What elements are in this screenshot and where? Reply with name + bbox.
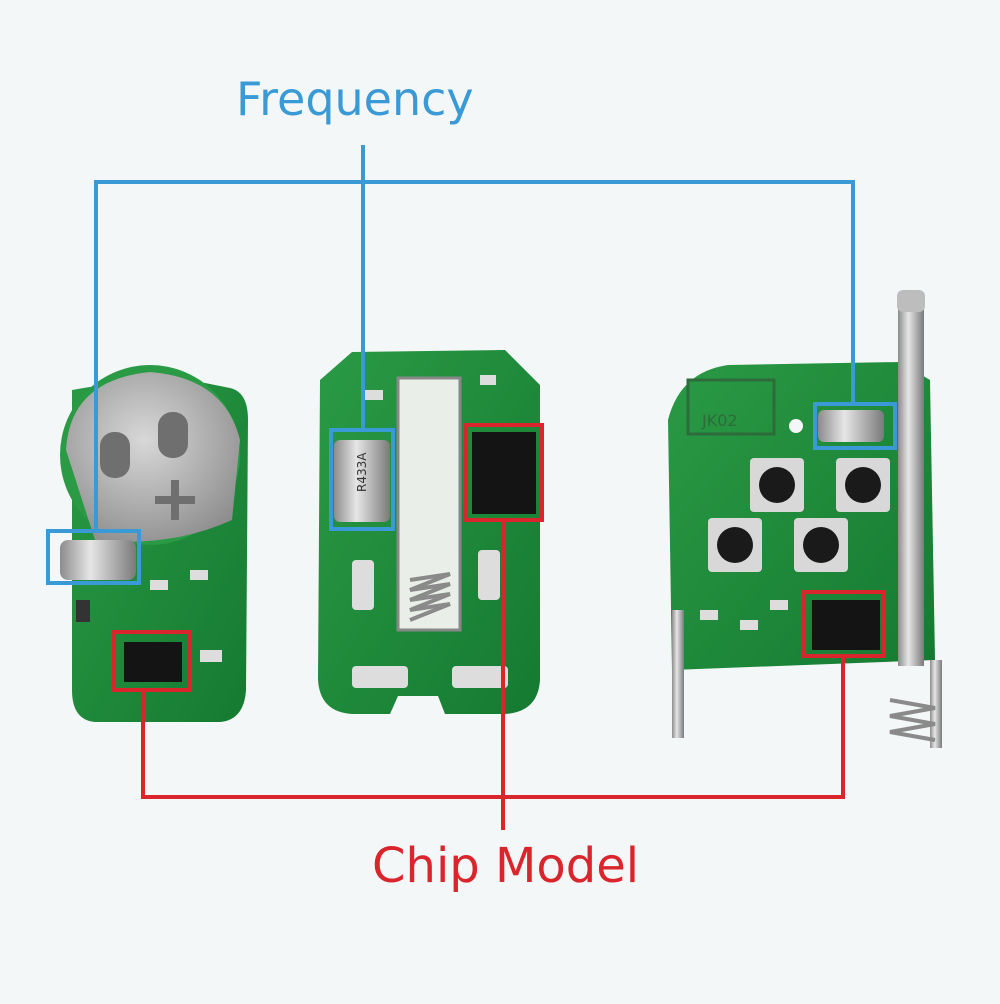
chip-box-left (112, 630, 192, 692)
contact-spring (889, 698, 936, 742)
middle-chip (472, 432, 536, 514)
frequency-box-left (46, 529, 141, 585)
chip-model-label: Chip Model (372, 838, 640, 894)
middle-crystal (334, 440, 390, 522)
left-chip (124, 642, 182, 682)
chip-connector-line (141, 656, 845, 799)
chip-model-callout (112, 423, 886, 830)
telescopic-antenna (898, 306, 924, 666)
left-crystal (60, 540, 136, 580)
battery-spring (409, 572, 451, 622)
frequency-connector-line (94, 180, 855, 531)
frequency-label: Frequency (236, 72, 474, 126)
tactile-buttons (708, 458, 890, 572)
right-pcb-board: JK02 (668, 290, 942, 748)
middle-pcb-board: R433A (318, 350, 540, 714)
right-crystal (818, 410, 884, 442)
coin-battery-holder (66, 372, 240, 542)
right-chip (812, 600, 880, 650)
left-pcb-board (60, 365, 248, 722)
frequency-callout (46, 145, 897, 585)
crystal-marking: R433A (355, 452, 369, 492)
board-marking: JK02 (701, 411, 738, 430)
